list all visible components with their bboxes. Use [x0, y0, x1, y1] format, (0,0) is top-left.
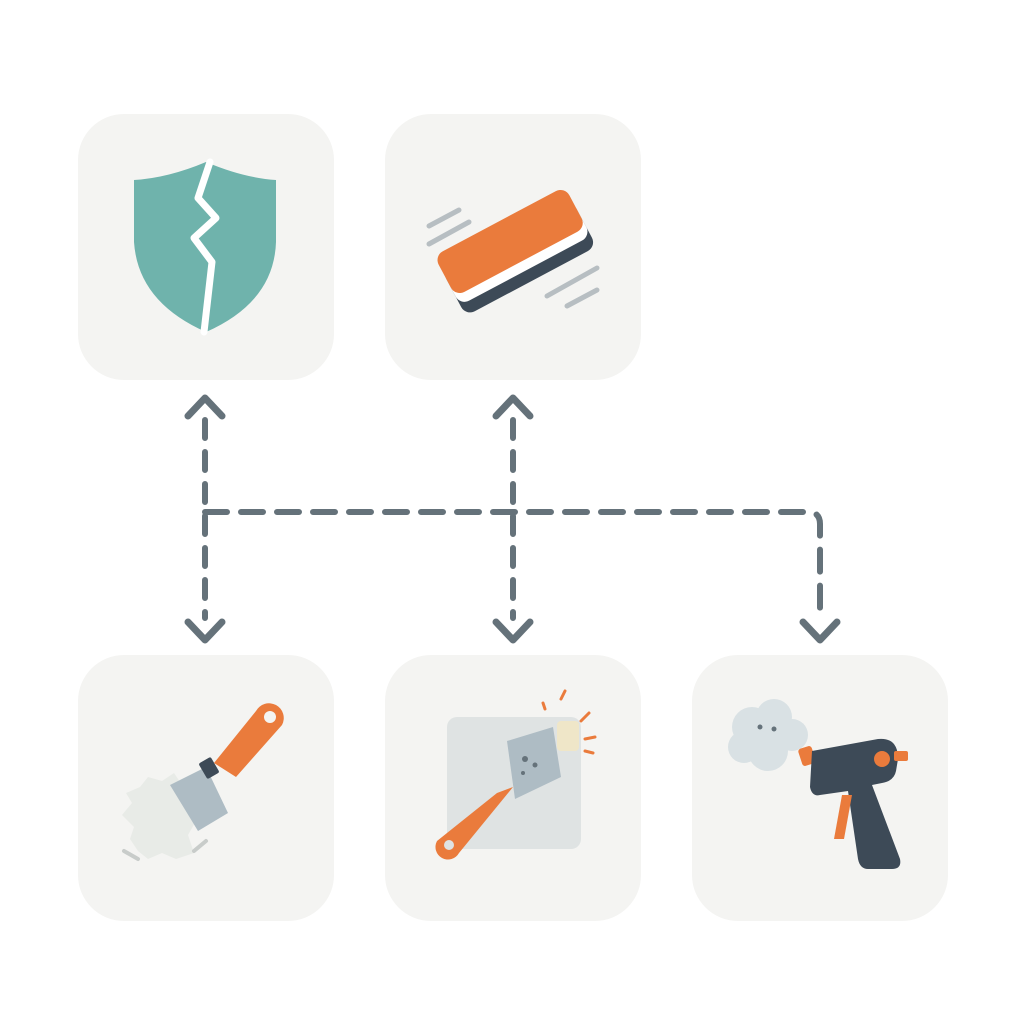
arrow-up-middle — [492, 394, 534, 420]
node-scraping — [78, 655, 334, 921]
sanding-block-icon — [426, 189, 600, 313]
scraper-icon — [122, 703, 284, 861]
spray-gun-icon — [728, 699, 908, 869]
cracked-shield-icon — [134, 158, 276, 336]
node-spray-coating — [692, 655, 948, 921]
putty-knife-icon — [435, 689, 597, 860]
arrow-up-left — [184, 394, 226, 420]
node-patching — [385, 655, 641, 921]
node-damaged-coating — [78, 114, 334, 380]
arrow-down-right — [799, 618, 841, 644]
node-sanding — [385, 114, 641, 380]
arrow-down-left — [184, 618, 226, 644]
arrow-down-middle — [492, 618, 534, 644]
